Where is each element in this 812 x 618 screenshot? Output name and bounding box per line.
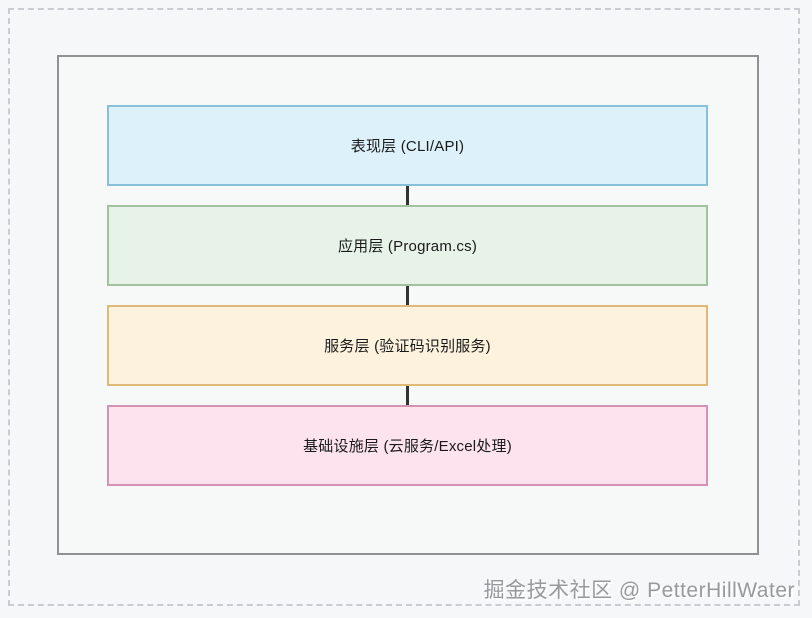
layer-box-service: 服务层 (验证码识别服务): [107, 305, 708, 386]
outer-dashed-border: [8, 8, 800, 606]
layer-box-presentation: 表现层 (CLI/API): [107, 105, 708, 186]
layer-label-application: 应用层 (Program.cs): [337, 238, 478, 255]
layer-label-service: 服务层 (验证码识别服务): [324, 338, 491, 355]
connector-line: [406, 386, 409, 405]
layer-box-application: 应用层 (Program.cs): [107, 205, 708, 286]
layer-label-presentation: 表现层 (CLI/API): [350, 138, 465, 155]
connector-line: [406, 186, 409, 205]
layer-box-infrastructure: 基础设施层 (云服务/Excel处理): [107, 405, 708, 486]
watermark-text: 掘金技术社区 @ PetterHillWater: [483, 579, 795, 602]
layer-label-infrastructure: 基础设施层 (云服务/Excel处理): [303, 438, 512, 455]
diagram-panel: 表现层 (CLI/API) 应用层 (Program.cs) 服务层 (验证码识…: [57, 55, 759, 555]
connector-line: [406, 286, 409, 305]
